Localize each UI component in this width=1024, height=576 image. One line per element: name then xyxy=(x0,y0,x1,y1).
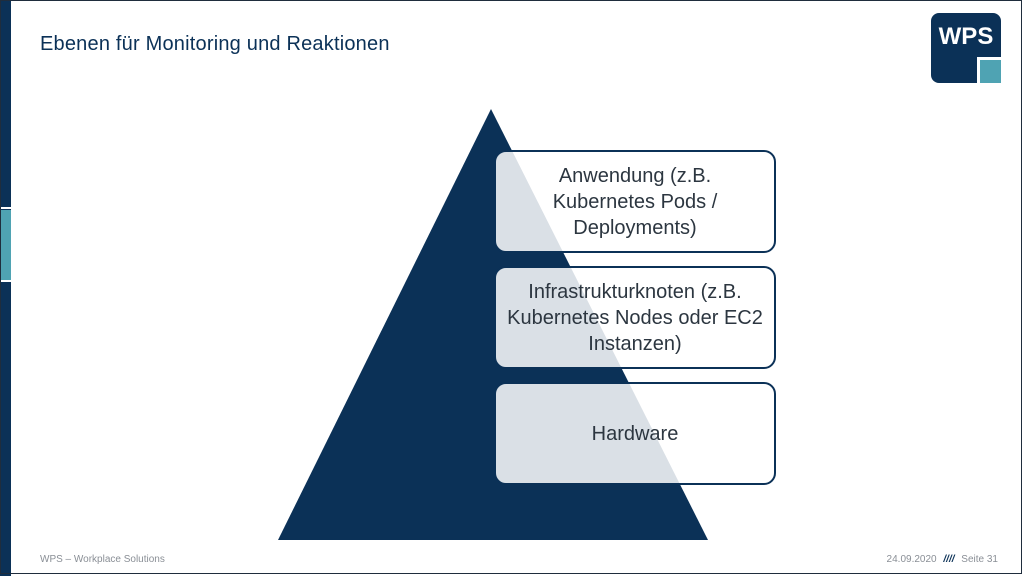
pyramid-layer-infrastructure: Infrastrukturknoten (z.B. Kubernetes Nod… xyxy=(494,266,776,369)
pyramid-layer-hardware: Hardware xyxy=(494,382,776,485)
footer-date: 24.09.2020 xyxy=(886,554,937,565)
pyramid-layer-application: Anwendung (z.B. Kubernetes Pods / Deploy… xyxy=(494,150,776,253)
footer-meta: 24.09.2020 //// Seite 31 xyxy=(887,554,998,565)
slide-title: Ebenen für Monitoring und Reaktionen xyxy=(40,33,390,55)
section-indicator xyxy=(0,210,11,280)
layer-label: Anwendung (z.B. Kubernetes Pods / Deploy… xyxy=(552,164,718,239)
footer-separator: //// xyxy=(943,554,955,565)
footer-company: WPS – Workplace Solutions xyxy=(40,554,165,565)
wps-logo: WPS xyxy=(931,13,1001,83)
logo-text: WPS xyxy=(939,23,994,50)
footer-page-number: Seite 31 xyxy=(961,554,998,565)
logo-corner-square xyxy=(980,60,1001,83)
accent-separator xyxy=(0,280,11,282)
left-accent-bar xyxy=(0,0,11,576)
layer-label: Infrastrukturknoten (z.B. Kubernetes Nod… xyxy=(507,280,763,355)
accent-separator xyxy=(0,207,11,209)
layer-label: Hardware xyxy=(591,422,679,445)
